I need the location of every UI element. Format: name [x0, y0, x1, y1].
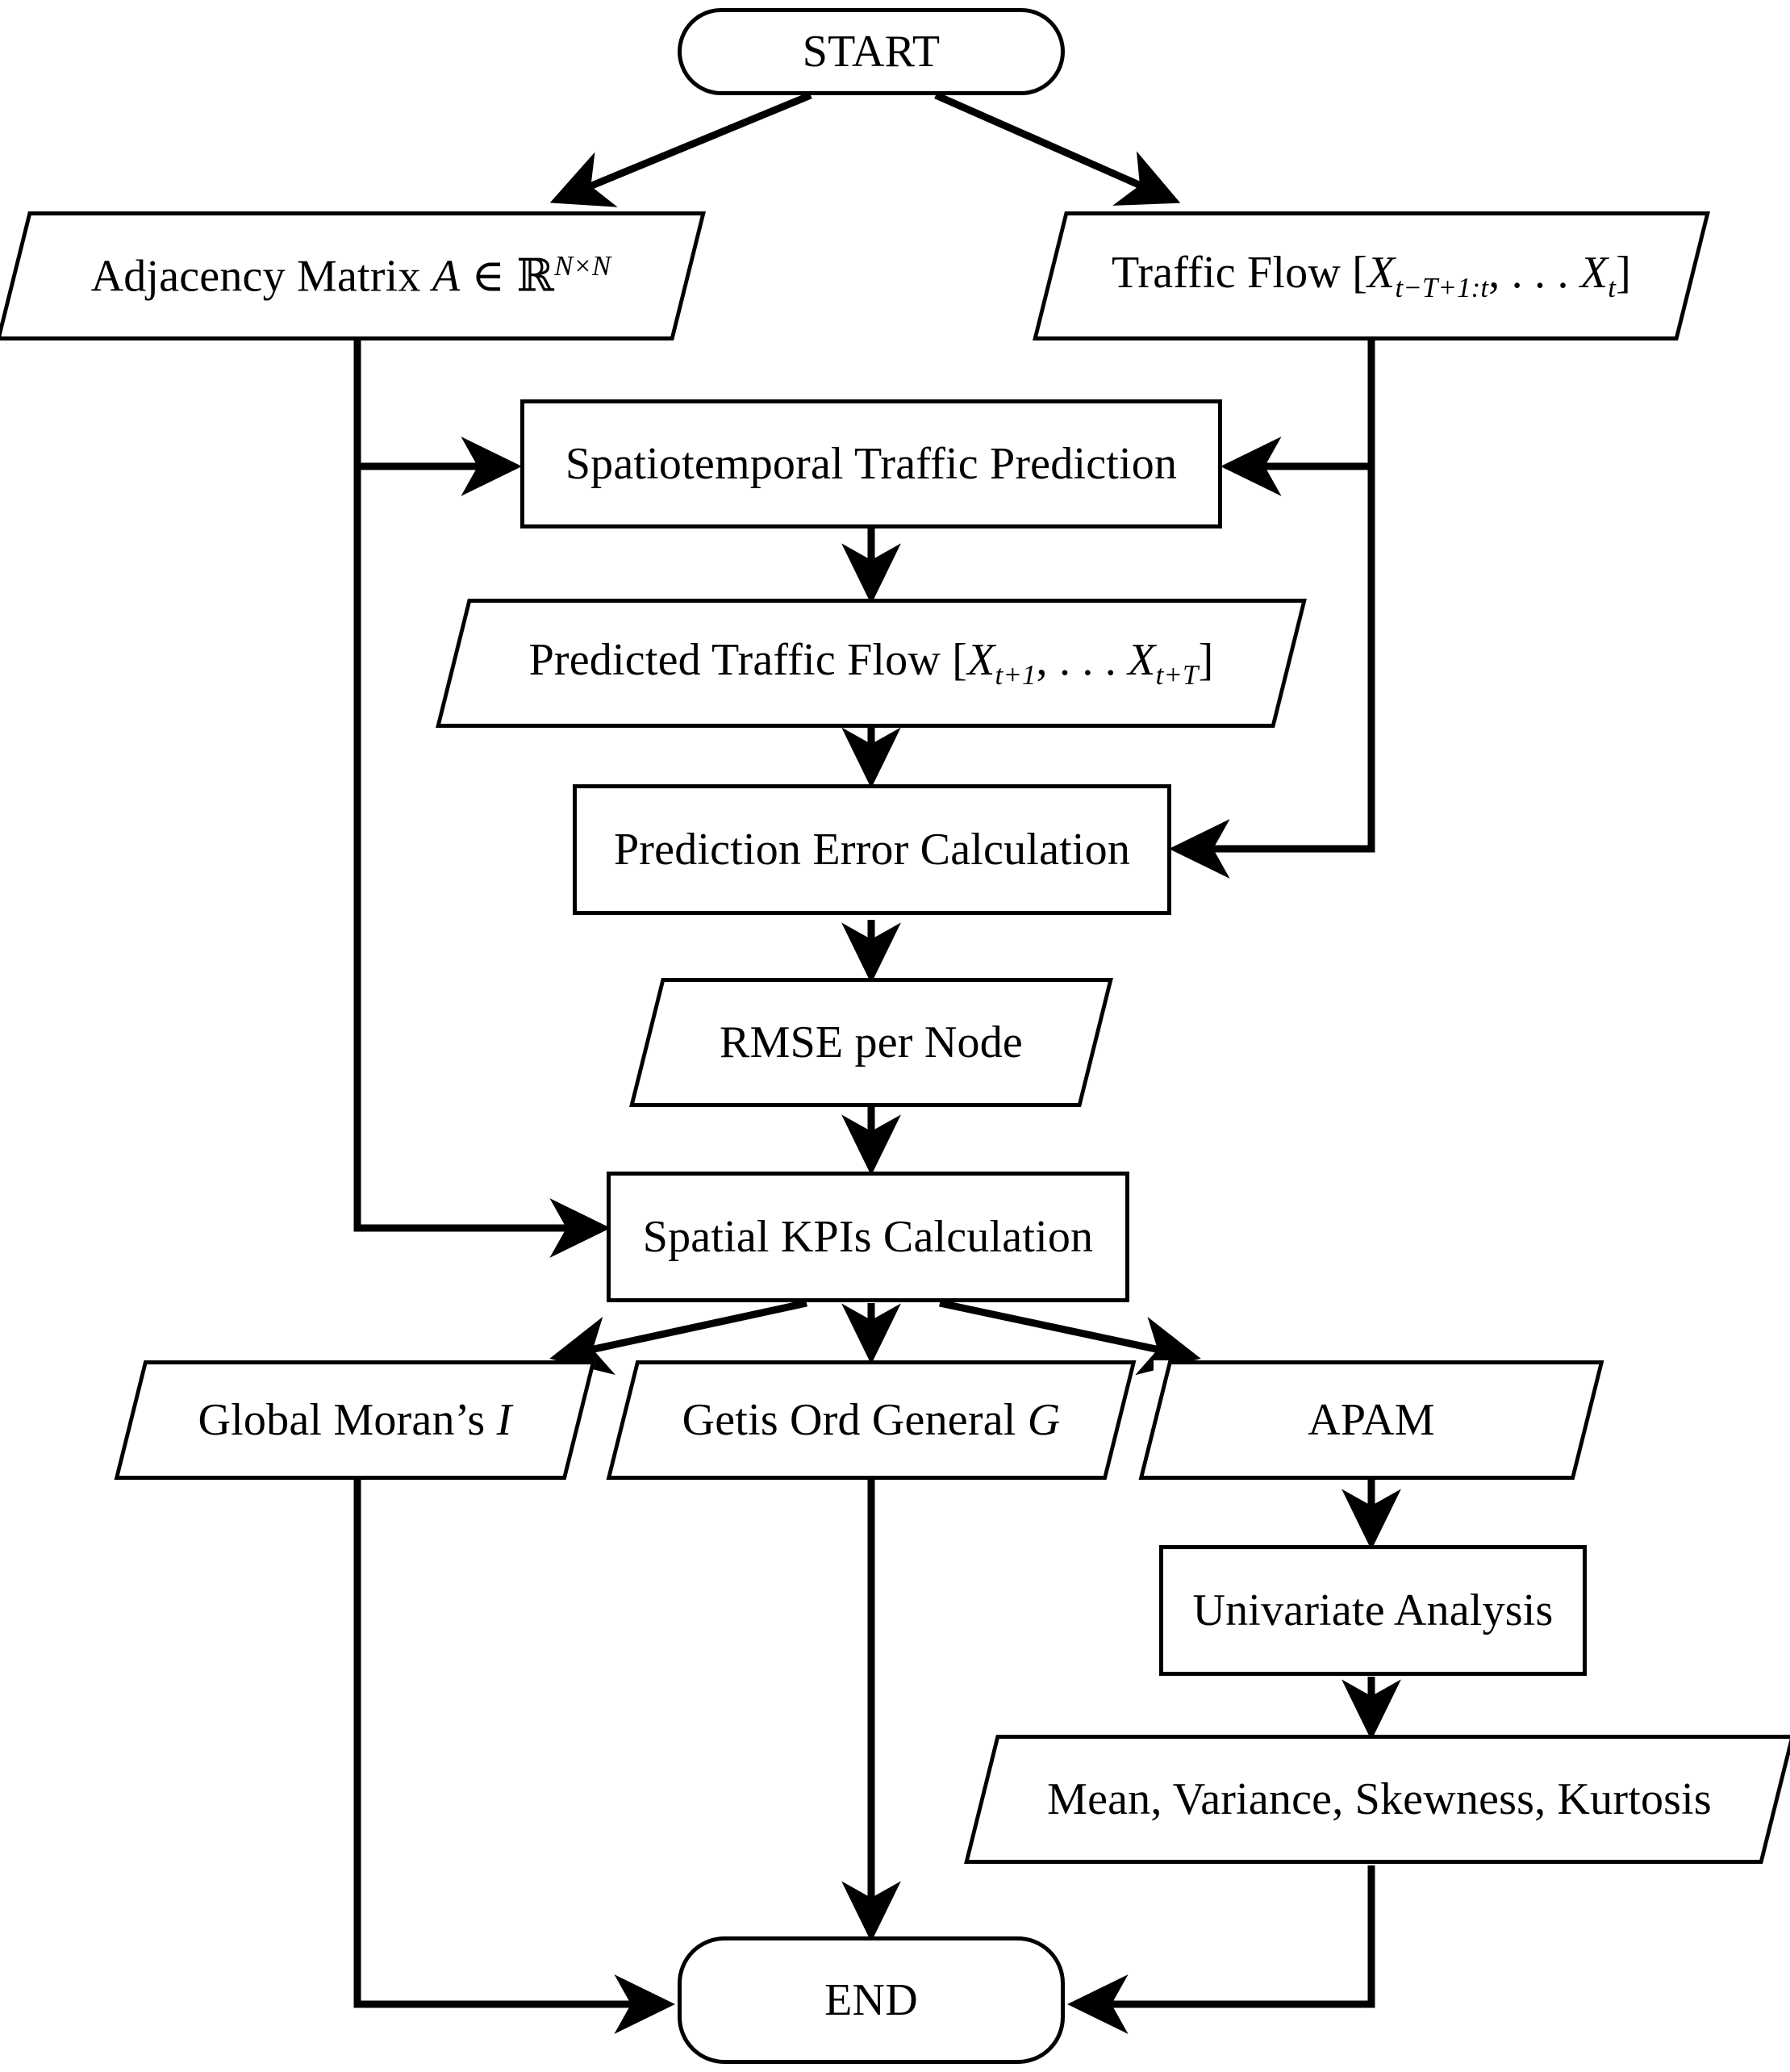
node-rmse-per-node-label: RMSE per Node	[720, 1017, 1023, 1067]
predicted-flow-sep: , . . .	[1036, 634, 1116, 685]
node-adjacency-matrix-label: Adjacency Matrix A ∈ ℝN×N	[90, 249, 611, 303]
node-univariate-analysis-label: Univariate Analysis	[1192, 1585, 1554, 1635]
predicted-flow-close-bracket: ]	[1198, 634, 1214, 685]
node-getis-ord-general-g-label: Getis Ord General G	[682, 1394, 1061, 1445]
traffic-flow-var2: X	[1579, 247, 1608, 298]
node-traffic-flow-label: Traffic Flow [Xt−T+1:t, . . . Xt]	[1112, 249, 1631, 303]
adjacency-matrix-text: Adjacency Matrix	[90, 251, 421, 302]
edge-start-to-traffic-flow	[934, 91, 1181, 206]
edge-trafficflow-to-error-calc	[1169, 466, 1375, 879]
traffic-flow-var1: X	[1367, 247, 1396, 298]
node-getis-ord-general-g[interactable]: Getis Ord General G	[606, 1360, 1137, 1480]
adjacency-matrix-rel: ∈	[471, 251, 506, 302]
node-moments[interactable]: Mean, Variance, Skewness, Kurtosis	[964, 1735, 1790, 1864]
node-global-morans-i[interactable]: Global Moran’s I	[114, 1360, 596, 1480]
edge-spatial-kpis-to-moran	[549, 1299, 807, 1375]
predicted-flow-var1: X	[967, 634, 995, 685]
node-spatiotemporal-prediction[interactable]: Spatiotemporal Traffic Prediction	[520, 399, 1222, 528]
node-predicted-traffic-flow[interactable]: Predicted Traffic Flow [Xt+1, . . . Xt+T…	[436, 599, 1307, 728]
edge-adjacency-to-prediction	[353, 340, 522, 496]
traffic-flow-sep: , . . .	[1488, 247, 1569, 298]
edge-moments-to-end	[1067, 1865, 1375, 2034]
getis-ord-var: G	[1027, 1394, 1061, 1445]
node-apam-label: APAM	[1308, 1394, 1435, 1445]
node-univariate-analysis[interactable]: Univariate Analysis	[1159, 1545, 1587, 1676]
node-prediction-error-calculation[interactable]: Prediction Error Calculation	[573, 784, 1171, 915]
node-adjacency-matrix[interactable]: Adjacency Matrix A ∈ ℝN×N	[0, 211, 706, 340]
traffic-flow-close-bracket: ]	[1616, 247, 1631, 298]
global-morans-var: I	[496, 1394, 512, 1445]
edge-spatial-kpis-to-apam	[939, 1299, 1201, 1376]
node-global-morans-i-label: Global Moran’s I	[198, 1394, 512, 1445]
node-spatiotemporal-prediction-label: Spatiotemporal Traffic Prediction	[565, 438, 1178, 489]
predicted-flow-var2: X	[1128, 634, 1156, 685]
traffic-flow-sub2: t	[1608, 271, 1617, 303]
node-rmse-per-node[interactable]: RMSE per Node	[629, 978, 1113, 1107]
node-start-label: START	[802, 26, 941, 77]
edge-start-to-adjacency	[549, 91, 812, 207]
global-morans-text: Global Moran’s	[198, 1394, 486, 1445]
node-predicted-traffic-flow-label: Predicted Traffic Flow [Xt+1, . . . Xt+T…	[528, 634, 1214, 691]
predicted-flow-text: Predicted Traffic Flow	[528, 634, 941, 685]
node-apam[interactable]: APAM	[1138, 1360, 1604, 1480]
adjacency-matrix-exponent: N×N	[554, 249, 611, 282]
edge-adjacency-to-spatial-kpis	[353, 466, 611, 1258]
node-start[interactable]: START	[678, 8, 1065, 95]
predicted-flow-open-bracket: [	[952, 634, 968, 685]
node-traffic-flow[interactable]: Traffic Flow [Xt−T+1:t, . . . Xt]	[1033, 211, 1710, 340]
node-prediction-error-calculation-label: Prediction Error Calculation	[613, 824, 1131, 875]
node-spatial-kpis-calculation[interactable]: Spatial KPIs Calculation	[607, 1172, 1129, 1302]
predicted-flow-sub2: t+T	[1155, 658, 1199, 691]
predicted-flow-sub1: t+1	[995, 658, 1037, 691]
node-spatial-kpis-calculation-label: Spatial KPIs Calculation	[642, 1211, 1094, 1262]
node-end-label: END	[824, 1974, 918, 2025]
edge-moran-to-end	[353, 1478, 675, 2034]
adjacency-matrix-set: ℝ	[516, 249, 555, 303]
edge-trafficflow-to-prediction	[1220, 340, 1375, 496]
traffic-flow-open-bracket: [	[1352, 247, 1368, 298]
traffic-flow-text: Traffic Flow	[1111, 247, 1341, 298]
node-moments-label: Mean, Variance, Skewness, Kurtosis	[1047, 1773, 1712, 1824]
getis-ord-text: Getis Ord General	[682, 1394, 1016, 1445]
adjacency-matrix-var: A	[432, 251, 461, 302]
traffic-flow-sub1: t−T+1:t	[1395, 271, 1489, 303]
node-end[interactable]: END	[678, 1936, 1065, 2064]
